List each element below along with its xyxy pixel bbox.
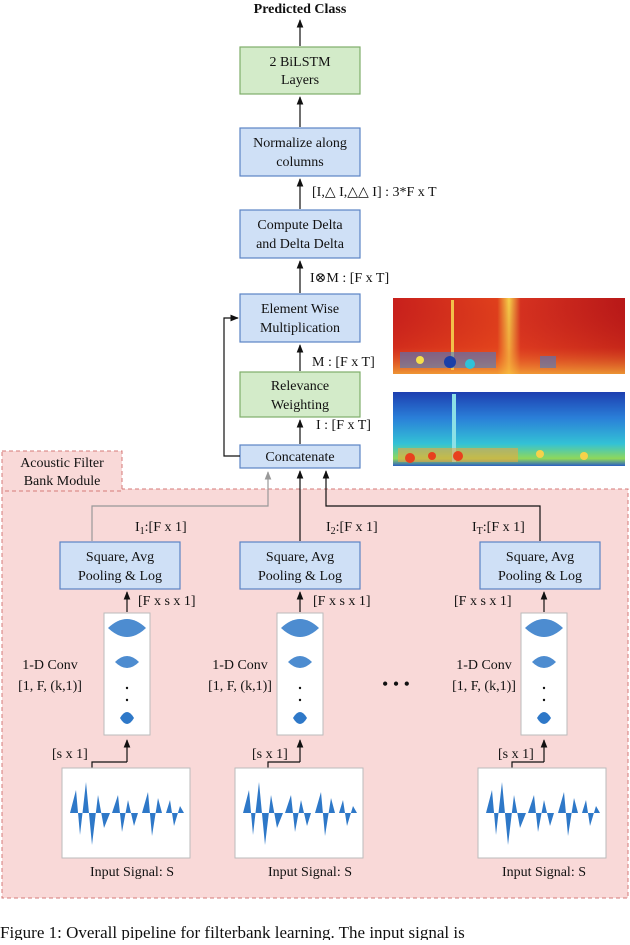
branch3-pool-input-label: [F x s x 1] xyxy=(454,594,512,609)
input-spectrogram-heatmap xyxy=(393,392,625,466)
branch1-conv-label-2: [1, F, (k,1)] xyxy=(18,679,82,694)
branch3-filter-waves xyxy=(525,619,563,724)
mask-label: M : [F x T] xyxy=(312,355,375,370)
compute-delta-label-2: and Delta Delta xyxy=(256,237,345,252)
normalize-box xyxy=(239,127,361,177)
normalize-label-1: Normalize along xyxy=(253,136,347,151)
branch1-filter-waves xyxy=(108,619,146,724)
branch1-pool-input-label: [F x s x 1] xyxy=(138,594,196,609)
attention-mask-heatmap xyxy=(393,298,625,374)
module-title-line1: Acoustic Filter xyxy=(20,456,104,471)
figure-caption: Figure 1: Overall pipeline for filterban… xyxy=(0,923,465,940)
branch1-output-label: I1:[F x 1] xyxy=(135,520,187,537)
branch3-signal-label: Input Signal: S xyxy=(502,865,586,880)
bilstm-label-2: Layers xyxy=(281,73,319,88)
elementwise-box xyxy=(239,293,361,343)
branch1-signal-label: Input Signal: S xyxy=(90,865,174,880)
branch2-signal-input-label: [s x 1] xyxy=(252,747,288,762)
elementwise-label-1: Element Wise xyxy=(261,302,339,317)
branch1-waveform xyxy=(70,782,184,845)
branch3-signal-input-label: [s x 1] xyxy=(498,747,534,762)
branch2-pool-input-label: [F x s x 1] xyxy=(313,594,371,609)
bilstm-label-1: 2 BiLSTM xyxy=(269,55,331,70)
module-title-box xyxy=(1,450,123,492)
branch3-conv-label-1: 1-D Conv xyxy=(456,658,512,673)
branch1-signal-input-label: [s x 1] xyxy=(52,747,88,762)
branch2-filter-waves xyxy=(281,619,319,724)
branch2-pooling-box xyxy=(239,541,361,590)
module-title-line2: Bank Module xyxy=(24,474,101,489)
delta-output-label: [I,△ I,△△ I] : 3*F x T xyxy=(312,185,437,200)
branch2-signal-label: Input Signal: S xyxy=(268,865,352,880)
normalize-label-2: columns xyxy=(276,155,323,170)
input-matrix-label: I : [F x T] xyxy=(316,418,371,433)
branch3-pooling-label-1: Square, Avg xyxy=(506,550,574,565)
branch1-pooling-label-1: Square, Avg xyxy=(86,550,154,565)
relevance-label-2: Weighting xyxy=(271,398,329,413)
branch2-pooling-label-1: Square, Avg xyxy=(266,550,334,565)
branch1-conv-label-1: 1-D Conv xyxy=(22,658,78,673)
branch3-pooling-box xyxy=(479,541,601,590)
elementwise-label-2: Multiplication xyxy=(260,321,340,336)
compute-delta-label-1: Compute Delta xyxy=(257,218,343,233)
relevance-label-1: Relevance xyxy=(271,379,329,394)
branch1-pooling-box xyxy=(59,541,181,590)
predicted-class-label: Predicted Class xyxy=(254,2,347,17)
branch3-conv-label-2: [1, F, (k,1)] xyxy=(452,679,516,694)
bilstm-box xyxy=(239,46,361,95)
branch-ellipsis: • • • xyxy=(382,674,410,694)
branch2-conv-label-2: [1, F, (k,1)] xyxy=(208,679,272,694)
branch3-output-label: IT:[F x 1] xyxy=(472,520,525,537)
branch2-pooling-label-2: Pooling & Log xyxy=(258,569,342,584)
branch2-waveform xyxy=(243,782,357,845)
product-label: I⊗M : [F x T] xyxy=(310,271,389,286)
relevance-box xyxy=(239,371,361,418)
compute-delta-box xyxy=(239,209,361,259)
concatenate-label: Concatenate xyxy=(265,450,334,465)
branch2-output-label: I2:[F x 1] xyxy=(326,520,378,537)
branch2-conv-label-1: 1-D Conv xyxy=(212,658,268,673)
branch1-pooling-label-2: Pooling & Log xyxy=(78,569,162,584)
branch3-pooling-label-2: Pooling & Log xyxy=(498,569,582,584)
branch3-waveform xyxy=(486,782,600,845)
